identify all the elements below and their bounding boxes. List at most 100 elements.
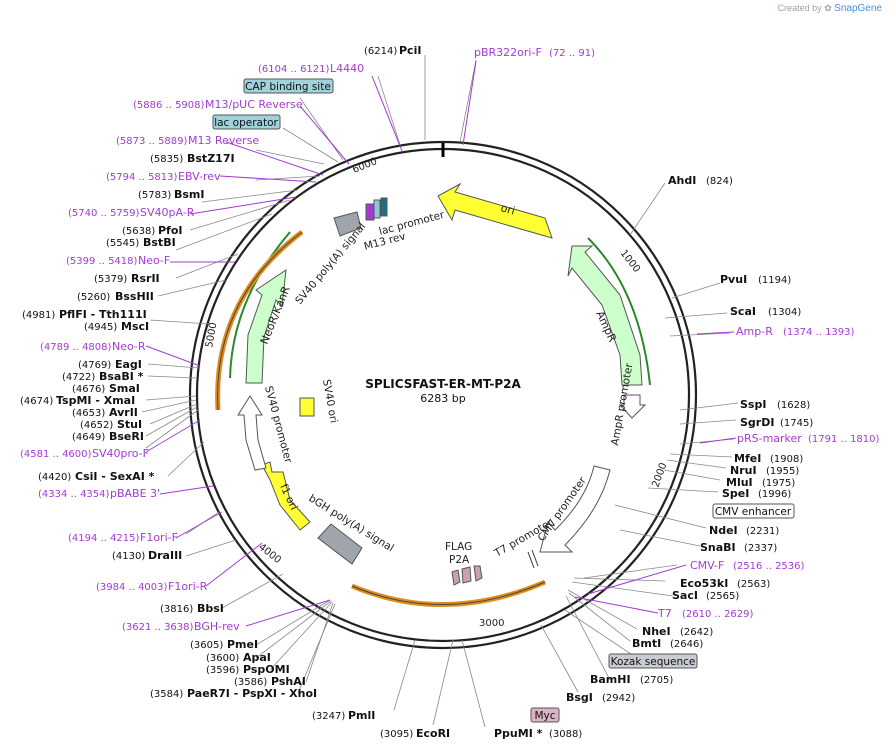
bsshii-label[interactable]: BssHII <box>115 290 154 303</box>
snapgene-credit: Created by ✿ SnapGene <box>777 3 882 14</box>
neo-r-label[interactable]: Neo-R <box>112 340 146 353</box>
pshai-label[interactable]: PshAI <box>271 675 306 688</box>
bbsi-position: (3816) <box>160 604 193 615</box>
feature-bgh-polya[interactable]: bGH poly(A) signal <box>306 492 396 565</box>
bsgi-label[interactable]: BsgI <box>566 691 593 704</box>
pvui-label[interactable]: PvuI <box>720 273 747 286</box>
nrui-label[interactable]: NruI <box>730 464 757 477</box>
stui-label[interactable]: StuI <box>117 418 142 431</box>
m13-puc-reverse-label[interactable]: M13/pUC Reverse <box>205 98 303 111</box>
snabi-label[interactable]: SnaBI <box>700 541 736 554</box>
pcii-label[interactable]: PciI <box>399 44 421 57</box>
rsrii-position: (5379) <box>94 274 127 285</box>
scai-label[interactable]: ScaI <box>730 305 756 318</box>
saci-position: (2565) <box>706 591 739 602</box>
scai-position: (1304) <box>768 307 801 318</box>
pspomi-label[interactable]: PspOMI <box>243 663 290 676</box>
f1ori-r-label[interactable]: F1ori-R <box>168 580 208 593</box>
sv40pro-f-label[interactable]: SV40pro-F <box>92 447 149 460</box>
neo-f-label[interactable]: Neo-F <box>138 254 170 267</box>
prs-marker-label[interactable]: pRS-marker <box>737 432 802 445</box>
saci-label[interactable]: SacI <box>672 589 698 602</box>
pbr322ori-f-label[interactable]: pBR322ori-F <box>474 46 542 59</box>
ndei-label[interactable]: NdeI <box>709 524 738 537</box>
svg-text:CMV enhancer: CMV enhancer <box>715 506 792 518</box>
mlui-label[interactable]: MluI <box>726 476 753 489</box>
csii-label[interactable]: CsiI - SexAI * <box>75 470 155 483</box>
feature-myc-arc[interactable] <box>351 579 546 608</box>
feature-cmv-promoter[interactable]: CMV promoter <box>536 465 611 553</box>
ppumi-label[interactable]: PpuMI * <box>494 727 543 740</box>
lac-operator-box[interactable]: lac operator <box>212 114 281 130</box>
pmli-label[interactable]: PmlI <box>348 709 375 722</box>
cmv-f-label[interactable]: CMV-F <box>690 559 724 572</box>
snabi-position: (2337) <box>744 543 777 554</box>
bstbi-label[interactable]: BstBI <box>143 236 176 249</box>
rsrii-label[interactable]: RsrII <box>131 272 160 285</box>
eco53ki-label[interactable]: Eco53kI <box>680 577 728 590</box>
amp-r-label[interactable]: Amp-R <box>736 325 773 338</box>
sv40pa-r-label[interactable]: SV40pA-R <box>140 206 195 219</box>
t7-label[interactable]: T7 <box>657 607 672 620</box>
flag-label: FLAG <box>445 541 472 553</box>
feature-sv40-promoter[interactable]: SV40 promoter <box>237 385 294 471</box>
tick-1000: 1000 <box>618 248 642 275</box>
eco53ki-position: (2563) <box>737 579 770 590</box>
pbabe3-label[interactable]: pBABE 3' <box>110 487 160 500</box>
m13-reverse-label[interactable]: M13 Reverse <box>188 134 259 147</box>
bseri-label[interactable]: BseRI <box>109 430 144 443</box>
sgrdi-label[interactable]: SgrDI <box>740 416 774 429</box>
bgh-rev-label[interactable]: BGH-rev <box>194 620 240 633</box>
feature-sv40-arc[interactable] <box>215 230 304 411</box>
kozak-sequence-box[interactable]: Kozak sequence <box>608 653 698 669</box>
bbsi-label[interactable]: BbsI <box>197 602 224 615</box>
mfei-label[interactable]: MfeI <box>734 452 761 465</box>
msci-label[interactable]: MscI <box>121 320 149 333</box>
feature-ampr[interactable]: AmpR <box>567 237 651 386</box>
amp-r-position: (1374 .. 1393) <box>783 327 855 338</box>
ecori-position: (3095) <box>380 729 413 740</box>
ecori-label[interactable]: EcoRI <box>416 727 450 740</box>
sspi-label[interactable]: SspI <box>740 398 766 411</box>
smai-label[interactable]: SmaI <box>109 382 140 395</box>
spei-label[interactable]: SpeI <box>722 487 749 500</box>
cap-binding-site-box[interactable]: CAP binding site <box>243 78 334 94</box>
bsmi-label[interactable]: BsmI <box>174 188 205 201</box>
feature-sv40-polya[interactable]: SV40 poly(A) signal <box>293 211 368 307</box>
feature-ori[interactable]: ori <box>437 182 553 239</box>
pvui-position: (1194) <box>758 275 791 286</box>
feature-lac-elements[interactable]: M13 rev lac promoter <box>363 197 447 253</box>
bstz17i-label[interactable]: BstZ17I <box>187 152 235 165</box>
ebv-rev-label[interactable]: EBV-rev <box>178 170 221 183</box>
feature-flag-p2a[interactable]: FLAG P2A <box>445 541 483 586</box>
eagi-label[interactable]: EagI <box>115 358 142 371</box>
nhei-label[interactable]: NheI <box>642 625 671 638</box>
myc-box[interactable]: Myc <box>530 707 560 723</box>
neo-r-position: (4789 .. 4808) <box>40 342 112 353</box>
bamhi-position: (2705) <box>640 675 673 686</box>
draiii-label[interactable]: DraIII <box>148 549 182 562</box>
sv40-polya-label: SV40 poly(A) signal <box>293 221 368 307</box>
msci-position: (4945) <box>84 322 117 333</box>
feature-f1-ori[interactable]: f1 ori <box>261 461 311 531</box>
bamhi-label[interactable]: BamHI <box>590 673 631 686</box>
bmti-label[interactable]: BmtI <box>632 637 661 650</box>
bsabi-label[interactable]: BsaBI * <box>99 370 144 383</box>
avrii-label[interactable]: AvrII <box>109 406 138 419</box>
cmv-f-position: (2516 .. 2536) <box>733 561 805 572</box>
neo-f-position: (5399 .. 5418) <box>66 256 138 267</box>
pfoi-label[interactable]: PfoI <box>158 224 183 237</box>
l4440-label[interactable]: L4440 <box>330 62 364 75</box>
apai-label[interactable]: ApaI <box>243 651 271 664</box>
xhoi-label[interactable]: PaeR7I - PspXI - XhoI <box>187 687 317 700</box>
backbone-outer <box>188 140 698 650</box>
tspmi-label[interactable]: TspMI - XmaI <box>56 394 135 407</box>
f1ori-f-label[interactable]: F1ori-F <box>140 531 178 544</box>
feature-sv40-ori[interactable]: SV40 ori <box>299 378 340 424</box>
cmv-enhancer-box[interactable]: CMV enhancer <box>712 503 795 519</box>
ebv-rev-position: (5794 .. 5813) <box>106 172 178 183</box>
pflfi-label[interactable]: PflFI - Tth111I <box>59 308 147 321</box>
ahdi-label[interactable]: AhdI <box>668 174 696 187</box>
pmei-label[interactable]: PmeI <box>227 638 258 651</box>
